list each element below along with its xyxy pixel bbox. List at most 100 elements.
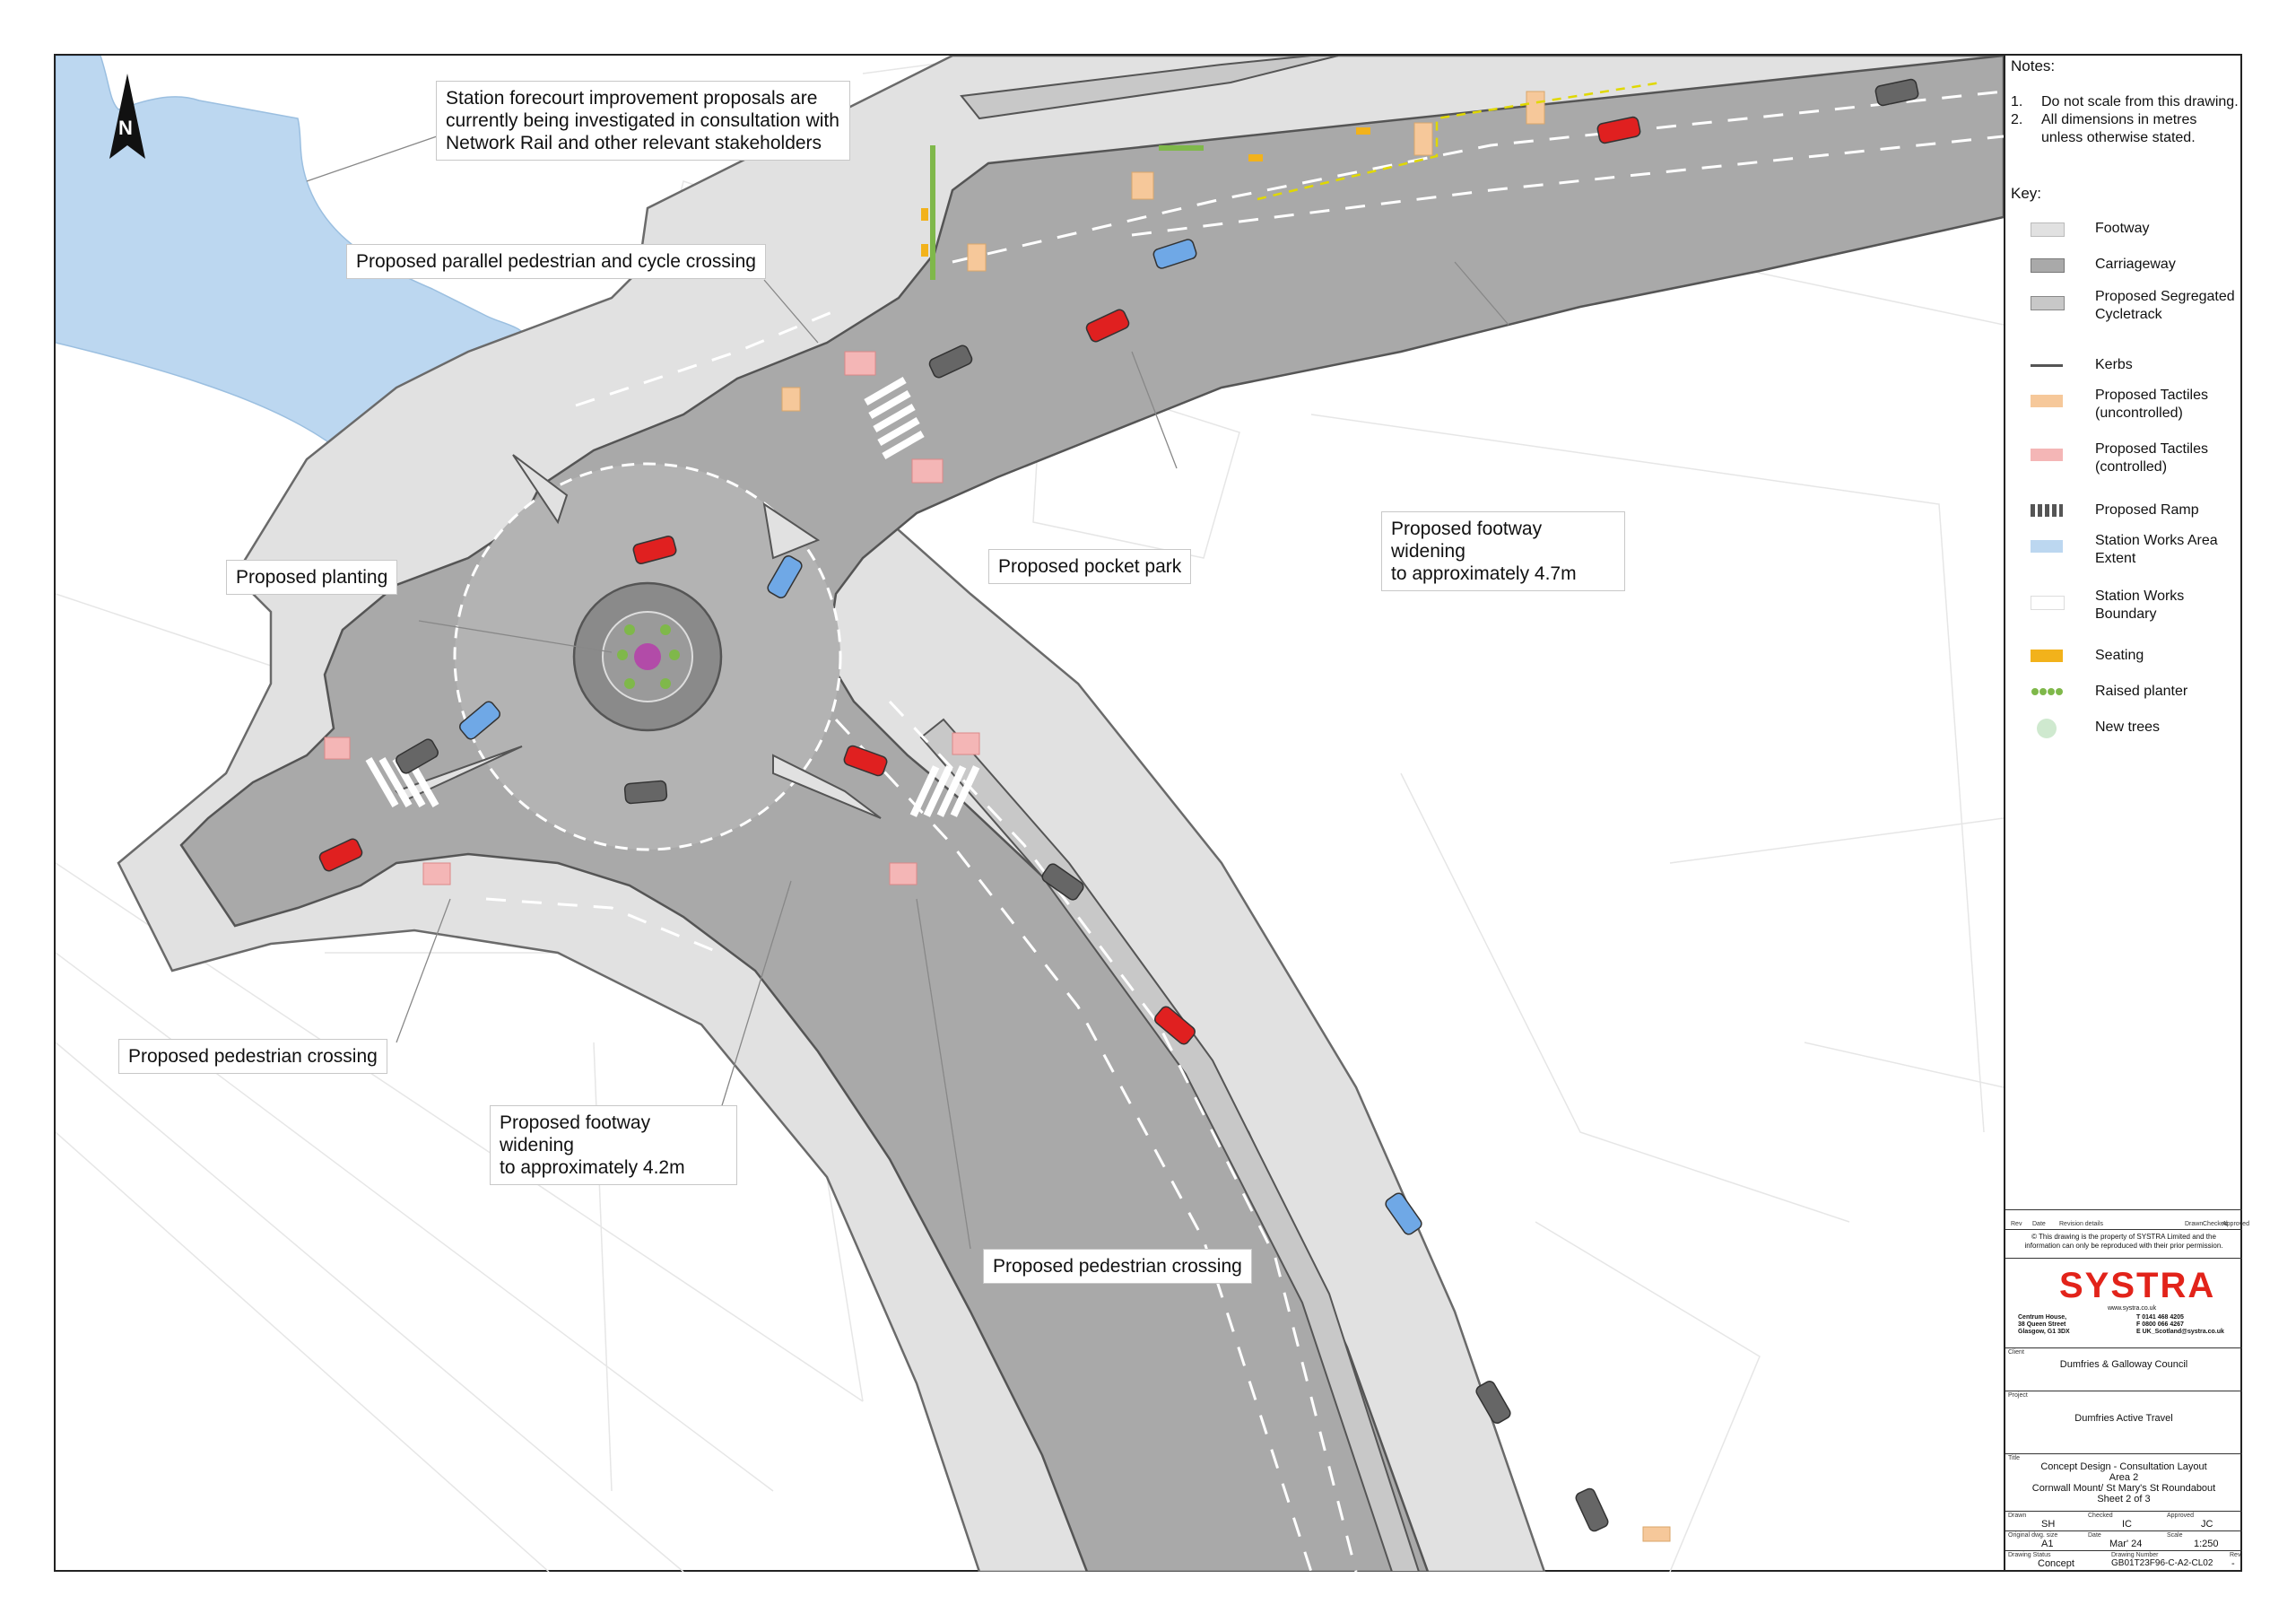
client-label: Client	[2008, 1349, 2024, 1356]
scale-value: 1:250	[2194, 1539, 2219, 1549]
note-number: 1.	[2011, 94, 2023, 109]
key-title: Key:	[2011, 185, 2042, 202]
title-label: Title	[2008, 1455, 2020, 1461]
raised-planter-icon	[2031, 688, 2063, 695]
ramp-icon	[2031, 504, 2063, 517]
address-line: 38 Queen Street	[2018, 1321, 2066, 1328]
size-value: A1	[2041, 1539, 2054, 1549]
key-label: New trees	[2095, 719, 2161, 735]
checked-value: IC	[2122, 1519, 2132, 1530]
callout-footway-widening-4-2m: Proposed footway widening to approximate…	[490, 1105, 737, 1185]
raised-planter	[930, 145, 1204, 280]
station-works-area-swatch	[2031, 540, 2063, 553]
drawn-label: Drawn	[2008, 1513, 2027, 1519]
checked-header: Checked	[2203, 1221, 2228, 1227]
carriageway	[179, 56, 2004, 1572]
size-row: Original dwg. size A1 Date Mar' 24 Scale…	[2005, 1530, 2242, 1550]
north-label: N	[118, 117, 133, 139]
status-row: Drawing Status Concept Drawing Number GB…	[2005, 1550, 2242, 1570]
contact-line: E UK_Scotland@systra.co.uk	[2136, 1329, 2224, 1335]
key-label: Footway	[2095, 221, 2150, 236]
rev-value: -	[2231, 1558, 2235, 1569]
title-line: Area 2	[2109, 1472, 2139, 1483]
rev-label: Rev	[2230, 1552, 2241, 1558]
callout-ped-crossing-left: Proposed pedestrian crossing	[118, 1039, 387, 1074]
drawing-number-label: Drawing Number	[2111, 1552, 2159, 1558]
leader-lines	[306, 135, 1509, 1250]
status-label: Drawing Status	[2008, 1552, 2051, 1558]
revision-details-header: Revision details	[2059, 1221, 2104, 1227]
website: www.systra.co.uk	[2108, 1305, 2157, 1312]
copyright-box: © This drawing is the property of SYSTRA…	[2005, 1229, 2242, 1258]
title-line: Sheet 2 of 3	[2097, 1494, 2151, 1504]
north-arrow-icon	[109, 74, 145, 159]
title-line: Cornwall Mount/ St Mary's St Roundabout	[2031, 1483, 2216, 1494]
size-label: Original dwg. size	[2008, 1532, 2058, 1539]
note-text: All dimensions in metres unless otherwis…	[2041, 112, 2197, 145]
approved-header: Approved	[2222, 1221, 2249, 1227]
tactiles-uncontrolled	[781, 91, 1671, 1542]
roundabout	[453, 462, 842, 851]
drawn-row: Drawn SH Checked IC Approved JC	[2005, 1511, 2242, 1530]
callout-station-forecourt: Station forecourt improvement proposals …	[436, 81, 850, 161]
project-box: Project Dumfries Active Travel	[2005, 1391, 2242, 1453]
scale-label: Scale	[2167, 1532, 2183, 1539]
splitter-islands	[395, 454, 882, 819]
drawing-number-value: GB01T23F96-C-A2-CL02	[2111, 1558, 2213, 1568]
callout-planting: Proposed planting	[226, 560, 398, 595]
key-label: Raised planter	[2095, 684, 2188, 699]
station-works-boundary-swatch	[2031, 596, 2065, 610]
key-label: Proposed Segregated Cycletrack	[2095, 289, 2235, 322]
client-box: Client Dumfries & Galloway Council	[2005, 1347, 2242, 1391]
drawn-value: SH	[2041, 1519, 2056, 1530]
seating-swatch	[2031, 650, 2063, 662]
footway-swatch	[2031, 222, 2065, 237]
date-label: Date	[2088, 1532, 2101, 1539]
site-plan	[56, 56, 2004, 1572]
key-label: Carriageway	[2095, 257, 2176, 272]
project-label: Project	[2008, 1392, 2028, 1399]
zebra-crossings	[365, 377, 980, 817]
drawn-header: Drawn	[2185, 1221, 2204, 1227]
tree-icon	[2037, 719, 2057, 738]
revision-table: Rev Date Revision details Drawn Checked …	[2005, 1209, 2249, 1229]
date-header: Date	[2032, 1221, 2046, 1227]
kerbs-swatch	[2031, 364, 2063, 367]
cycletrack	[919, 718, 1421, 1572]
checked-label: Checked	[2088, 1513, 2113, 1519]
tactiles-controlled-swatch	[2031, 449, 2063, 461]
vehicles	[318, 78, 1919, 1532]
notes-title: Notes:	[2011, 57, 2056, 74]
north-arrow: N	[105, 74, 150, 172]
callout-pocket-park: Proposed pocket park	[988, 549, 1192, 584]
seating	[921, 127, 1370, 257]
note-number: 2.	[2011, 112, 2023, 127]
note-text: Do not scale from this drawing.	[2041, 94, 2239, 109]
status-value: Concept	[2038, 1558, 2074, 1569]
approved-label: Approved	[2167, 1513, 2194, 1519]
note-item: 1. Do not scale from this drawing.	[2011, 93, 2239, 111]
address-line: Centrum House,	[2018, 1314, 2067, 1321]
project-name: Dumfries Active Travel	[2074, 1413, 2173, 1424]
cycletrack-swatch	[2031, 296, 2065, 310]
contact-line: T 0141 468 4205	[2136, 1314, 2184, 1321]
callout-parallel-crossing: Proposed parallel pedestrian and cycle c…	[346, 244, 766, 279]
key-label: Proposed Tactiles (uncontrolled)	[2095, 388, 2208, 421]
drawing-sheet: N Station forecourt improvement proposal…	[54, 54, 2249, 1572]
copyright-text: © This drawing is the property of SYSTRA…	[2024, 1233, 2223, 1250]
carriageway-swatch	[2031, 258, 2065, 273]
rev-header: Rev	[2011, 1221, 2022, 1227]
key-label: Seating	[2095, 648, 2144, 663]
company-box: SYSTRA www.systra.co.uk Centrum House, 3…	[2005, 1258, 2242, 1347]
systra-logo: SYSTRA	[2059, 1266, 2216, 1305]
date-value: Mar' 24	[2109, 1539, 2143, 1549]
note-item: 2. All dimensions in metres unless otherw…	[2011, 111, 2239, 147]
info-panel: Notes: 1. Do not scale from this drawing.…	[2004, 56, 2249, 1572]
key-label: Station Works Boundary	[2095, 589, 2185, 622]
key-label: Proposed Tactiles (controlled)	[2095, 441, 2208, 475]
title-line: Concept Design - Consultation Layout	[2040, 1461, 2207, 1472]
client-name: Dumfries & Galloway Council	[2059, 1359, 2188, 1370]
callout-footway-widening-4-7m: Proposed footway widening to approximate…	[1381, 511, 1625, 591]
address-line: Glasgow, G1 3DX	[2018, 1329, 2070, 1335]
tactiles-controlled	[324, 351, 980, 885]
